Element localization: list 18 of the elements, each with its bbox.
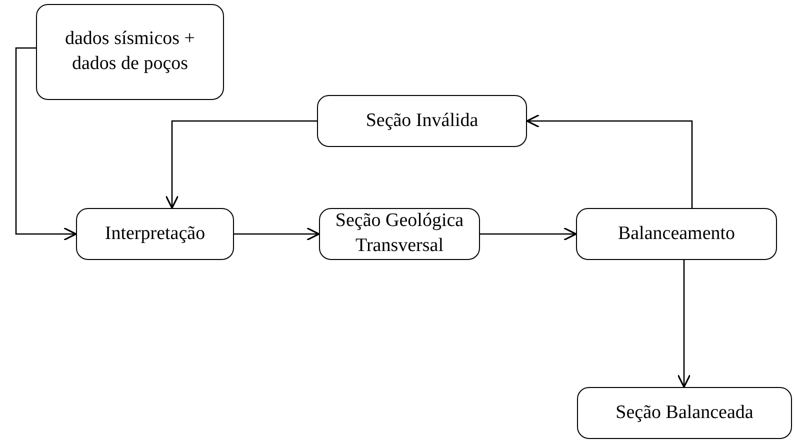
arrow (677, 260, 691, 388)
node-label: Balanceamento (618, 222, 736, 246)
process-box (577, 387, 792, 439)
arrow (15, 47, 77, 241)
node-label: Seção Inválida (366, 108, 478, 133)
process-box (36, 4, 224, 100)
arrow (234, 227, 320, 241)
node-label: Seção Geológica Transversal (334, 209, 465, 258)
process-box (76, 208, 234, 260)
arrow (526, 114, 693, 208)
node-label: Seção Balanceada (616, 400, 754, 425)
node-label: dados sísmicos + dados de poços (65, 27, 195, 76)
arrow (165, 120, 317, 209)
process-box (319, 208, 480, 260)
process-box (317, 95, 527, 147)
node-label: Interpretação (104, 222, 206, 246)
process-box (576, 208, 777, 260)
arrow (480, 227, 577, 241)
